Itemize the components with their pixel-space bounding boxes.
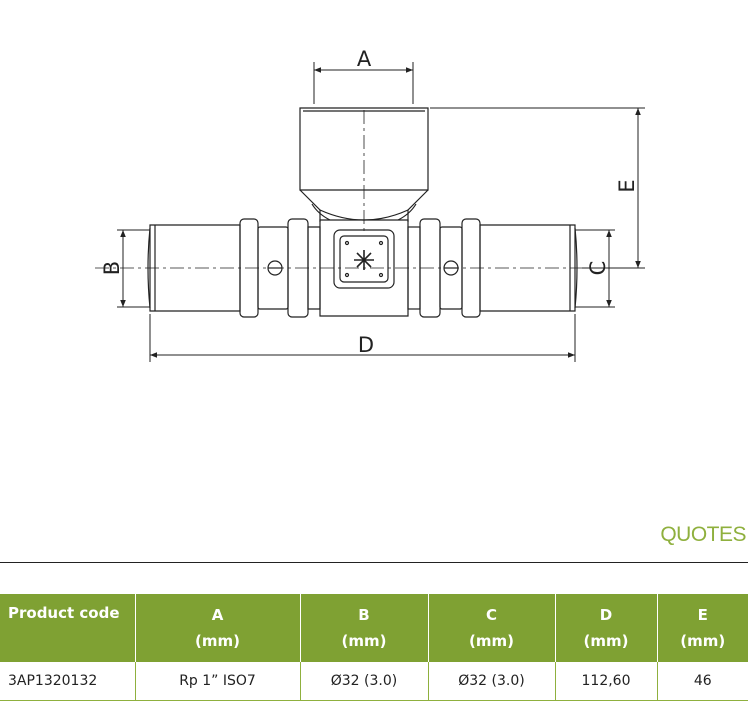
dimension-label-d: D — [358, 333, 374, 357]
header-unit: (mm) — [195, 632, 240, 650]
cell-e: 46 — [657, 662, 748, 701]
dimension-label-e: E — [615, 179, 639, 192]
dimension-label-c: C — [586, 261, 610, 276]
dimension-label-b: B — [100, 261, 124, 275]
header-unit: (mm) — [469, 632, 514, 650]
header-label: Product code — [8, 604, 120, 622]
header-label: D — [599, 606, 613, 624]
header-unit: (mm) — [680, 632, 726, 650]
header-unit: (mm) — [583, 632, 629, 650]
header-d: D (mm) — [555, 594, 658, 662]
header-c: C (mm) — [428, 594, 556, 662]
section-title: QUOTES — [660, 523, 746, 546]
tee-fitting-drawing: A E B C D — [95, 47, 645, 362]
header-unit: (mm) — [341, 632, 387, 650]
table-header-row: Product code A (mm) B (mm) C (mm) D (mm) E (m… — [0, 594, 748, 662]
dimension-label-a: A — [357, 47, 372, 71]
cell-d: 112,60 — [555, 662, 658, 701]
header-label: C — [485, 606, 497, 624]
cell-a: Rp 1” ISO7 — [135, 662, 301, 701]
header-label: A — [211, 606, 224, 624]
header-b: B (mm) — [300, 594, 429, 662]
section-divider — [0, 562, 748, 563]
cell-product-code: 3AP1320132 — [0, 662, 136, 701]
header-label: E — [697, 606, 708, 624]
header-label: B — [358, 606, 370, 624]
quotes-table: Product code A (mm) B (mm) C (mm) D (mm) E (m… — [0, 594, 748, 701]
header-a: A (mm) — [135, 594, 301, 662]
header-e: E (mm) — [657, 594, 748, 662]
cell-c: Ø32 (3.0) — [428, 662, 556, 701]
header-product-code: Product code — [0, 594, 136, 662]
table-row: 3AP1320132 Rp 1” ISO7 Ø32 (3.0) Ø32 (3.0… — [0, 662, 748, 701]
